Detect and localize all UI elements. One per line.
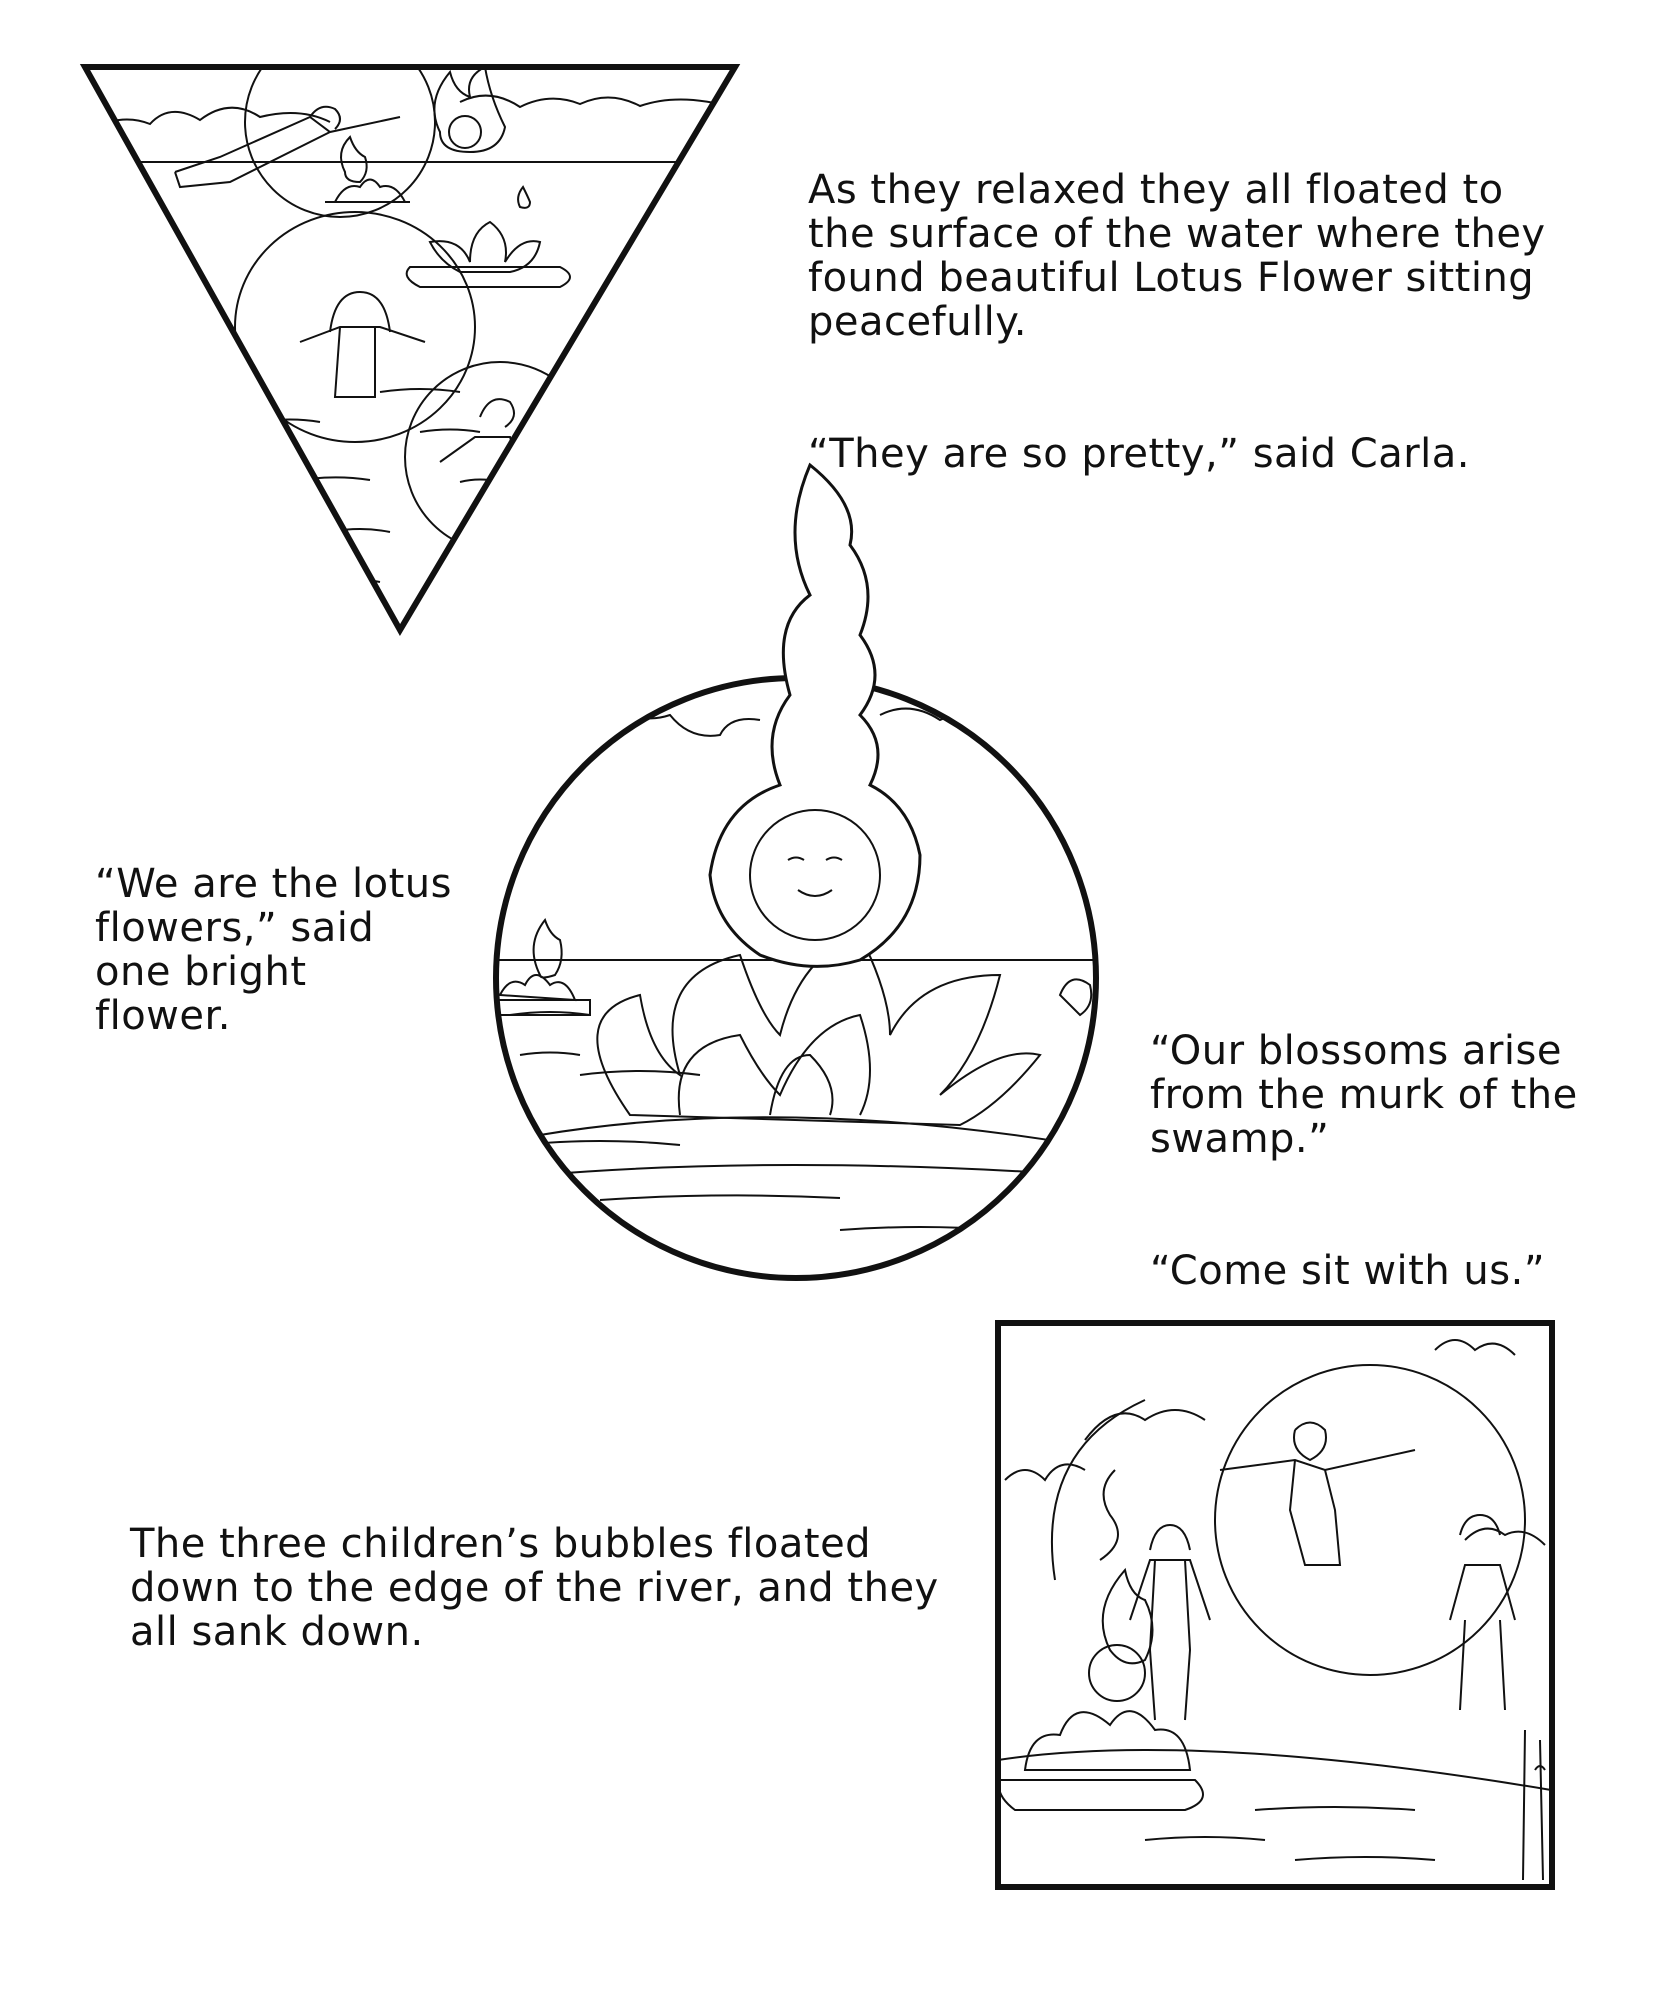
- caption-bottom-left: The three children’s bubbles floated dow…: [130, 1521, 939, 1655]
- reeds: [1523, 1730, 1545, 1880]
- tree-line: [85, 96, 735, 132]
- square-frame: [998, 1323, 1552, 1887]
- caption-top-right: As they relaxed they all floated to the …: [808, 124, 1628, 520]
- caption-middle-left: “We are the lotus flowers,” said one bri…: [95, 861, 452, 1039]
- flame-spirit-eyes: [788, 858, 842, 861]
- triangle-frame: [85, 67, 735, 630]
- flame-spirit-smile: [798, 890, 832, 896]
- lotus-flower: [999, 1711, 1203, 1810]
- caption-middle-right: “Our blossoms arise from the murk of the…: [1150, 985, 1650, 1337]
- river-edge: [998, 1750, 1551, 1860]
- circle-panel-illustration: [480, 455, 1120, 1295]
- dialogue-come-sit: “Come sit with us.”: [1150, 1248, 1546, 1294]
- bubble-middle: [235, 212, 475, 442]
- lotus-flower-large: [407, 222, 570, 287]
- flame-spirit-face: [750, 810, 880, 940]
- small-flame-spirit: [1103, 1570, 1153, 1663]
- floating-child-in-bubble: [1220, 1423, 1415, 1566]
- water-ripples: [100, 219, 500, 582]
- bubble: [1215, 1365, 1525, 1675]
- square-panel-illustration: [995, 1320, 1555, 1890]
- lotus-petals-inner: [679, 1015, 870, 1115]
- water-ripples: [510, 1012, 1000, 1230]
- narration-floated-to-surface: As they relaxed they all floated to the …: [808, 167, 1546, 345]
- lotus-flower-small: [325, 180, 410, 203]
- triangle-panel-illustration: [80, 62, 740, 637]
- lily-pad-large: [540, 1117, 1080, 1175]
- standing-child-left: [1130, 1525, 1210, 1720]
- dialogue-blossoms-arise: “Our blossoms arise from the murk of the…: [1150, 1028, 1578, 1162]
- bubble-top: [245, 27, 435, 217]
- dialogue-carla: “They are so pretty,” said Carla.: [808, 431, 1470, 477]
- floating-child-top: [175, 107, 400, 187]
- small-fire-spirit: [341, 137, 367, 182]
- fire-spirit-face: [449, 116, 481, 148]
- child-back-view: [300, 292, 425, 397]
- small-lotus-right: [1060, 979, 1091, 1015]
- foliage: [1005, 1340, 1545, 1545]
- small-lotus-left: [480, 975, 590, 1015]
- small-flame-spirit-face: [1089, 1645, 1145, 1701]
- fire-spirit: [434, 67, 505, 152]
- tiny-fire-spirit: [518, 187, 530, 208]
- small-fire-spirit: [534, 920, 562, 978]
- standing-child-right: [1450, 1515, 1515, 1710]
- swirl-arc: [1052, 1400, 1145, 1580]
